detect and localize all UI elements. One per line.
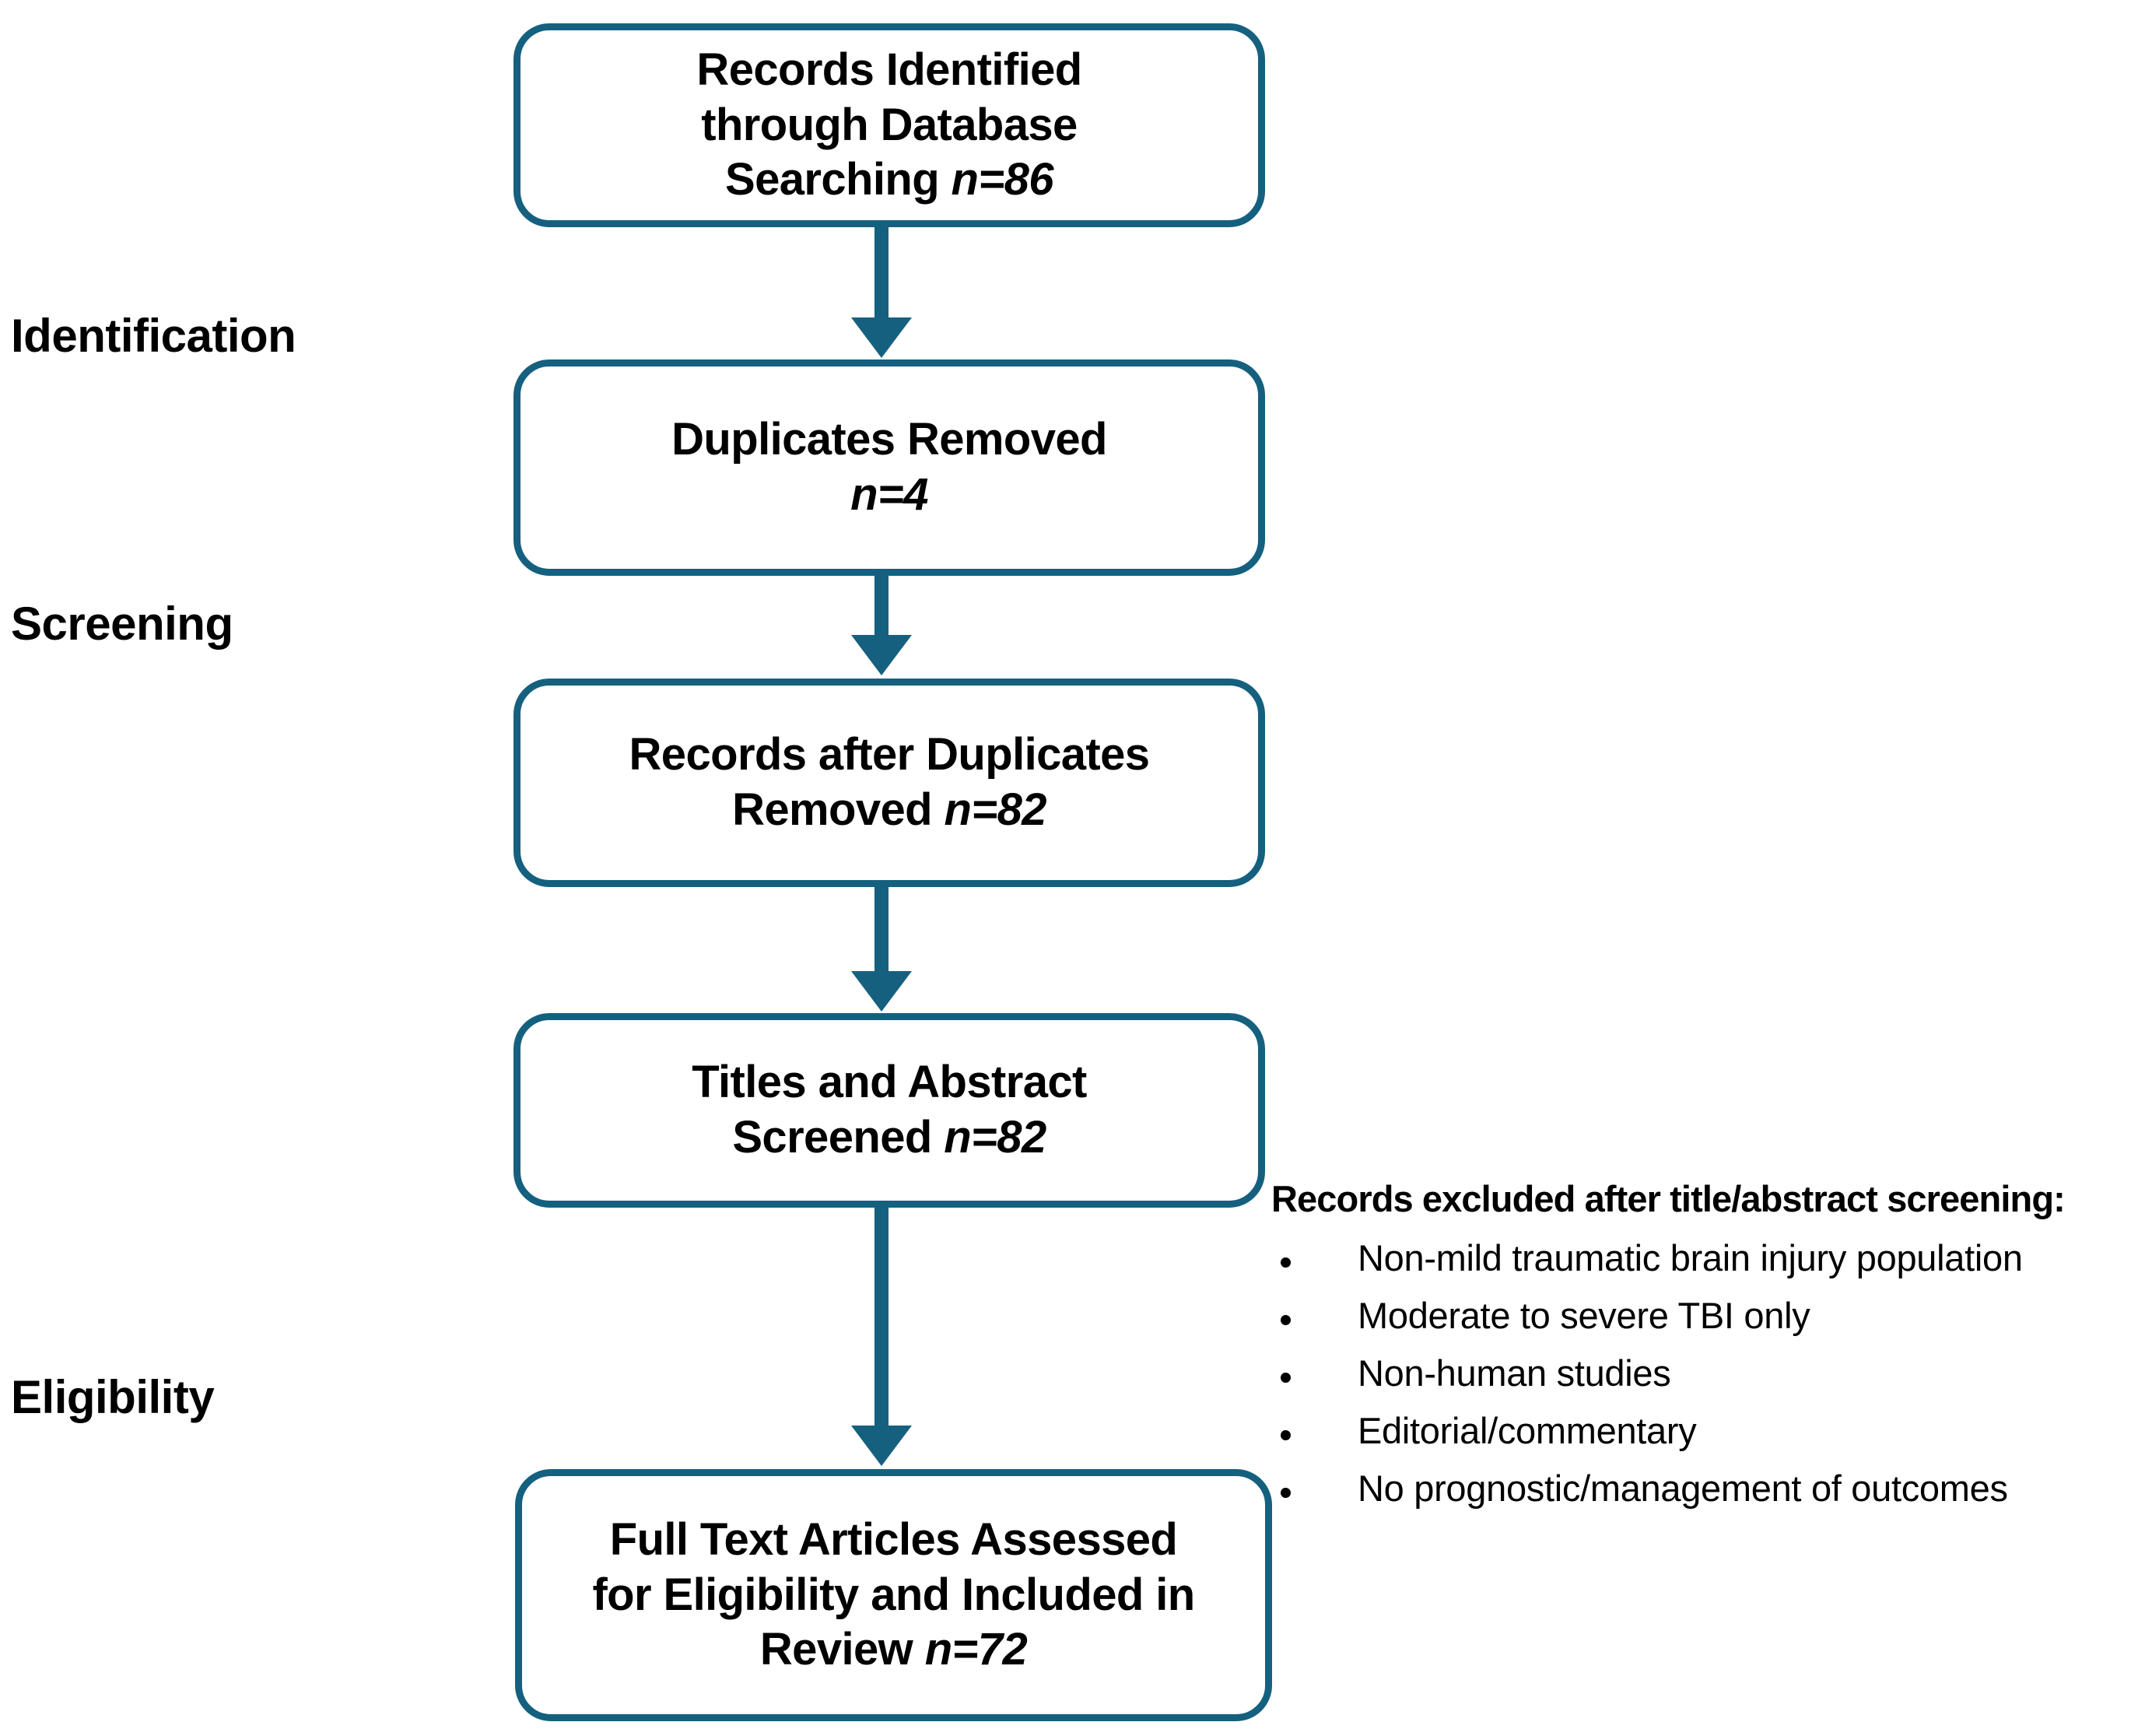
exclusion-list-item-label: Non-mild traumatic brain injury populati… xyxy=(1358,1236,2023,1278)
bullet-icon xyxy=(1281,1373,1291,1384)
flow-box-full-text-articles-text: Full Text Articles Assessed for Eligibil… xyxy=(592,1513,1195,1678)
exclusion-note-heading: Records excluded after title/abstract sc… xyxy=(1271,1178,2066,1219)
records-after-duplicates-count: n=82 xyxy=(944,784,1046,835)
stage-label-screening: Screening xyxy=(11,598,233,650)
flow-box-duplicates-removed-text: Duplicates Removed n=4 xyxy=(671,412,1107,523)
records-after-duplicates-line1: Records after Duplicates xyxy=(629,729,1151,780)
arrowhead-icon-1 xyxy=(851,317,912,358)
arrowhead-icon-3 xyxy=(851,971,912,1012)
bullet-icon xyxy=(1281,1430,1291,1441)
bullet-icon xyxy=(1281,1488,1291,1499)
full-text-line1: Full Text Articles Assessed xyxy=(609,1513,1178,1565)
flow-box-records-after-duplicates: Records after Duplicates Removed n=82 xyxy=(513,679,1265,887)
records-identified-count: n=86 xyxy=(951,154,1054,205)
bullet-icon xyxy=(1281,1257,1291,1268)
exclusion-list-item: Moderate to severe TBI only xyxy=(1271,1297,2127,1334)
records-after-duplicates-line2-label: Removed xyxy=(732,784,945,835)
flow-box-full-text-articles: Full Text Articles Assessed for Eligibil… xyxy=(515,1469,1272,1721)
records-identified-line1: Records Identified xyxy=(696,44,1082,95)
exclusion-list-item-label: No prognostic/management of outcomes xyxy=(1358,1467,2008,1509)
exclusion-list-item-label: Moderate to severe TBI only xyxy=(1358,1294,1810,1336)
titles-abstract-line2-label: Screened xyxy=(732,1112,945,1163)
exclusion-list-item: Non-mild traumatic brain injury populati… xyxy=(1271,1240,2127,1276)
titles-abstract-count: n=82 xyxy=(944,1112,1046,1163)
exclusion-list-item: Editorial/commentary xyxy=(1271,1412,2127,1449)
stage-label-eligibility: Eligibility xyxy=(11,1371,215,1423)
bullet-icon xyxy=(1281,1315,1291,1326)
records-identified-line3-label: Searching xyxy=(725,154,952,205)
duplicates-removed-count: n=4 xyxy=(850,469,928,520)
flow-box-records-identified: Records Identified through Database Sear… xyxy=(513,23,1265,227)
connector-line-4 xyxy=(874,1208,889,1427)
exclusion-list-item-label: Editorial/commentary xyxy=(1358,1409,1697,1451)
full-text-line2: for Eligibility and Included in xyxy=(592,1569,1195,1620)
connector-line-1 xyxy=(874,227,889,319)
connector-line-3 xyxy=(874,887,889,973)
flow-box-records-after-duplicates-text: Records after Duplicates Removed n=82 xyxy=(629,728,1151,838)
full-text-line3-label: Review xyxy=(759,1624,925,1675)
flow-box-titles-abstract-screened-text: Titles and Abstract Screened n=82 xyxy=(692,1055,1087,1166)
full-text-count: n=72 xyxy=(924,1624,1028,1675)
flow-box-titles-abstract-screened: Titles and Abstract Screened n=82 xyxy=(513,1013,1265,1208)
stage-label-identification: Identification xyxy=(11,310,296,362)
titles-abstract-line1: Titles and Abstract xyxy=(692,1057,1087,1108)
exclusion-list-item-label: Non-human studies xyxy=(1358,1352,1671,1394)
exclusion-list-item: No prognostic/management of outcomes xyxy=(1271,1470,2127,1506)
records-identified-line2: through Database xyxy=(701,99,1078,150)
connector-line-2 xyxy=(874,576,889,637)
exclusion-list-item: Non-human studies xyxy=(1271,1355,2127,1391)
exclusion-note: Records excluded after title/abstract sc… xyxy=(1271,1180,2127,1506)
arrowhead-icon-2 xyxy=(851,635,912,675)
duplicates-removed-line1: Duplicates Removed xyxy=(671,414,1107,465)
flow-box-records-identified-text: Records Identified through Database Sear… xyxy=(696,43,1082,208)
arrowhead-icon-4 xyxy=(851,1426,912,1466)
exclusion-reason-list: Non-mild traumatic brain injury populati… xyxy=(1271,1240,2127,1506)
flow-box-duplicates-removed: Duplicates Removed n=4 xyxy=(513,359,1265,576)
